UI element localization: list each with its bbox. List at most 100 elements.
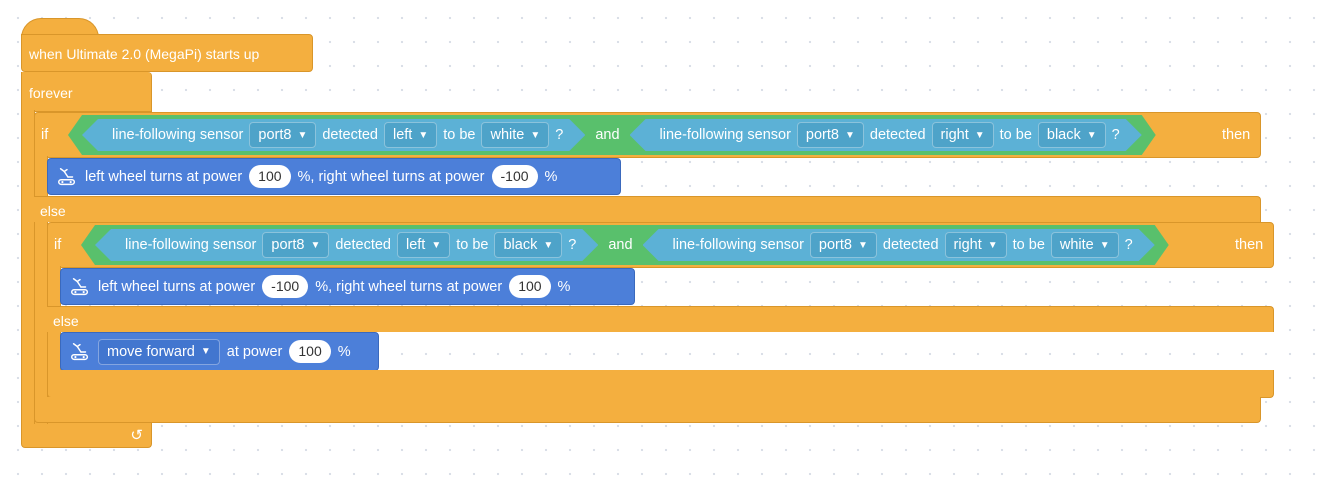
and-operator[interactable]: line-following sensor port8 ▼ detected le… [68,115,1156,155]
detected-label: detected [882,237,939,253]
caret-down-icon: ▼ [857,239,868,251]
sensor-label: line-following sensor [125,237,257,253]
port-value: port8 [805,127,839,143]
right-wheel-label: %, right wheel turns at power [297,168,485,185]
port-value: port8 [818,237,852,253]
power-input[interactable]: 100 [289,340,331,363]
caret-down-icon: ▼ [543,239,554,251]
color-dropdown[interactable]: black ▼ [494,232,562,258]
question-mark: ? [1111,127,1120,143]
wheel-power-block[interactable]: left wheel turns at power 100 %, right w… [47,158,621,195]
if-else-inner-bottom-bar[interactable] [47,370,1274,398]
robot-arm-icon [58,167,76,185]
side-value: right [953,237,982,253]
direction-dropdown[interactable]: move forward ▼ [98,338,220,365]
forever-left-arm [21,110,35,424]
and-operator[interactable]: line-following sensor port8 ▼ detected le… [81,225,1169,265]
right-power-input[interactable]: -100 [491,165,538,188]
caret-down-icon: ▼ [200,346,211,357]
port-dropdown[interactable]: port8▼ [262,232,329,258]
caret-down-icon: ▼ [1086,129,1097,141]
to-be-label: to be [999,127,1032,143]
hat-block-label: when Ultimate 2.0 (MegaPi) starts up [29,46,260,62]
detected-label: detected [335,237,391,253]
sensor-label: line-following sensor [659,127,791,143]
hat-block[interactable]: when Ultimate 2.0 (MegaPi) starts up [21,34,313,72]
to-be-label: to be [443,127,476,143]
else-bar[interactable]: else [47,306,1274,332]
loop-arrow-icon: ↺ [130,427,143,444]
port-dropdown[interactable]: port8 ▼ [249,122,316,148]
caret-down-icon: ▼ [297,129,308,141]
to-be-label: to be [1012,237,1045,253]
left-power-input[interactable]: -100 [262,275,309,298]
side-dropdown[interactable]: right ▼ [945,232,1007,258]
if-condition[interactable]: line-following sensor port8 ▼ detected le… [68,115,1156,155]
right-wheel-label: %, right wheel turns at power [315,278,503,295]
color-value: black [503,237,538,253]
port-dropdown[interactable]: port8 ▼ [810,232,877,258]
caret-down-icon: ▼ [987,239,998,251]
line-following-sensor-block[interactable]: line-following sensor port8▼ detected le… [95,229,598,261]
color-dropdown[interactable]: black ▼ [1038,122,1106,148]
port-dropdown[interactable]: port8 ▼ [797,122,864,148]
percent-label: % [544,168,558,185]
else-bar[interactable]: else [34,196,1261,222]
forever-bottom-bar[interactable]: ↺ [21,422,152,448]
at-power-label: at power [226,343,283,360]
caret-down-icon: ▼ [431,239,442,251]
caret-down-icon: ▼ [1099,239,1110,251]
forever-label: forever [29,85,73,101]
side-value: right [940,127,969,143]
then-label: then [1222,127,1251,143]
port-value: port8 [271,237,305,253]
color-value: black [1046,127,1081,143]
percent-label: % [337,343,351,360]
if-label: if [54,237,62,253]
sensor-label: line-following sensor [672,237,804,253]
left-wheel-label: left wheel turns at power [98,278,256,295]
wheel-power-block[interactable]: left wheel turns at power -100 %, right … [60,268,635,305]
color-value: white [490,127,525,143]
side-dropdown[interactable]: right ▼ [932,122,994,148]
question-mark: ? [555,127,564,143]
else-label: else [40,203,66,219]
and-label: and [595,127,620,143]
forever-block[interactable]: forever [21,72,152,112]
color-dropdown[interactable]: white ▼ [1051,232,1119,258]
robot-arm-icon [71,277,89,295]
direction-value: move forward [107,343,195,360]
side-dropdown[interactable]: left ▼ [384,122,437,148]
caret-down-icon: ▼ [844,129,855,141]
move-forward-block[interactable]: move forward ▼ at power 100 % [60,332,379,371]
question-mark: ? [568,237,577,253]
caret-down-icon: ▼ [530,129,541,141]
to-be-label: to be [456,237,489,253]
percent-label: % [557,278,571,295]
if-label: if [41,127,49,143]
left-power-input[interactable]: 100 [249,165,291,188]
robot-arm-icon [71,342,89,360]
line-following-sensor-block[interactable]: line-following sensor port8 ▼ detected le… [82,119,585,151]
then-label: then [1235,237,1264,253]
right-power-input[interactable]: 100 [509,275,551,298]
side-dropdown[interactable]: left ▼ [397,232,450,258]
and-label: and [608,237,633,253]
question-mark: ? [1124,237,1133,253]
detected-label: detected [869,127,926,143]
color-dropdown[interactable]: white ▼ [481,122,549,148]
detected-label: detected [322,127,378,143]
caret-down-icon: ▼ [418,129,429,141]
color-value: white [1059,237,1094,253]
left-wheel-label: left wheel turns at power [85,168,243,185]
caret-down-icon: ▼ [974,129,985,141]
if-condition[interactable]: line-following sensor port8 ▼ detected le… [81,225,1169,265]
line-following-sensor-block[interactable]: line-following sensor port8 ▼ detected ri… [643,229,1155,261]
port-value: port8 [258,127,292,143]
else-label: else [53,313,79,329]
sensor-label: line-following sensor [112,127,244,143]
side-value: left [392,127,413,143]
line-following-sensor-block[interactable]: line-following sensor port8 ▼ detected ri… [630,119,1142,151]
side-value: left [405,237,426,253]
if-else-outer-bottom-bar[interactable] [34,397,1261,423]
